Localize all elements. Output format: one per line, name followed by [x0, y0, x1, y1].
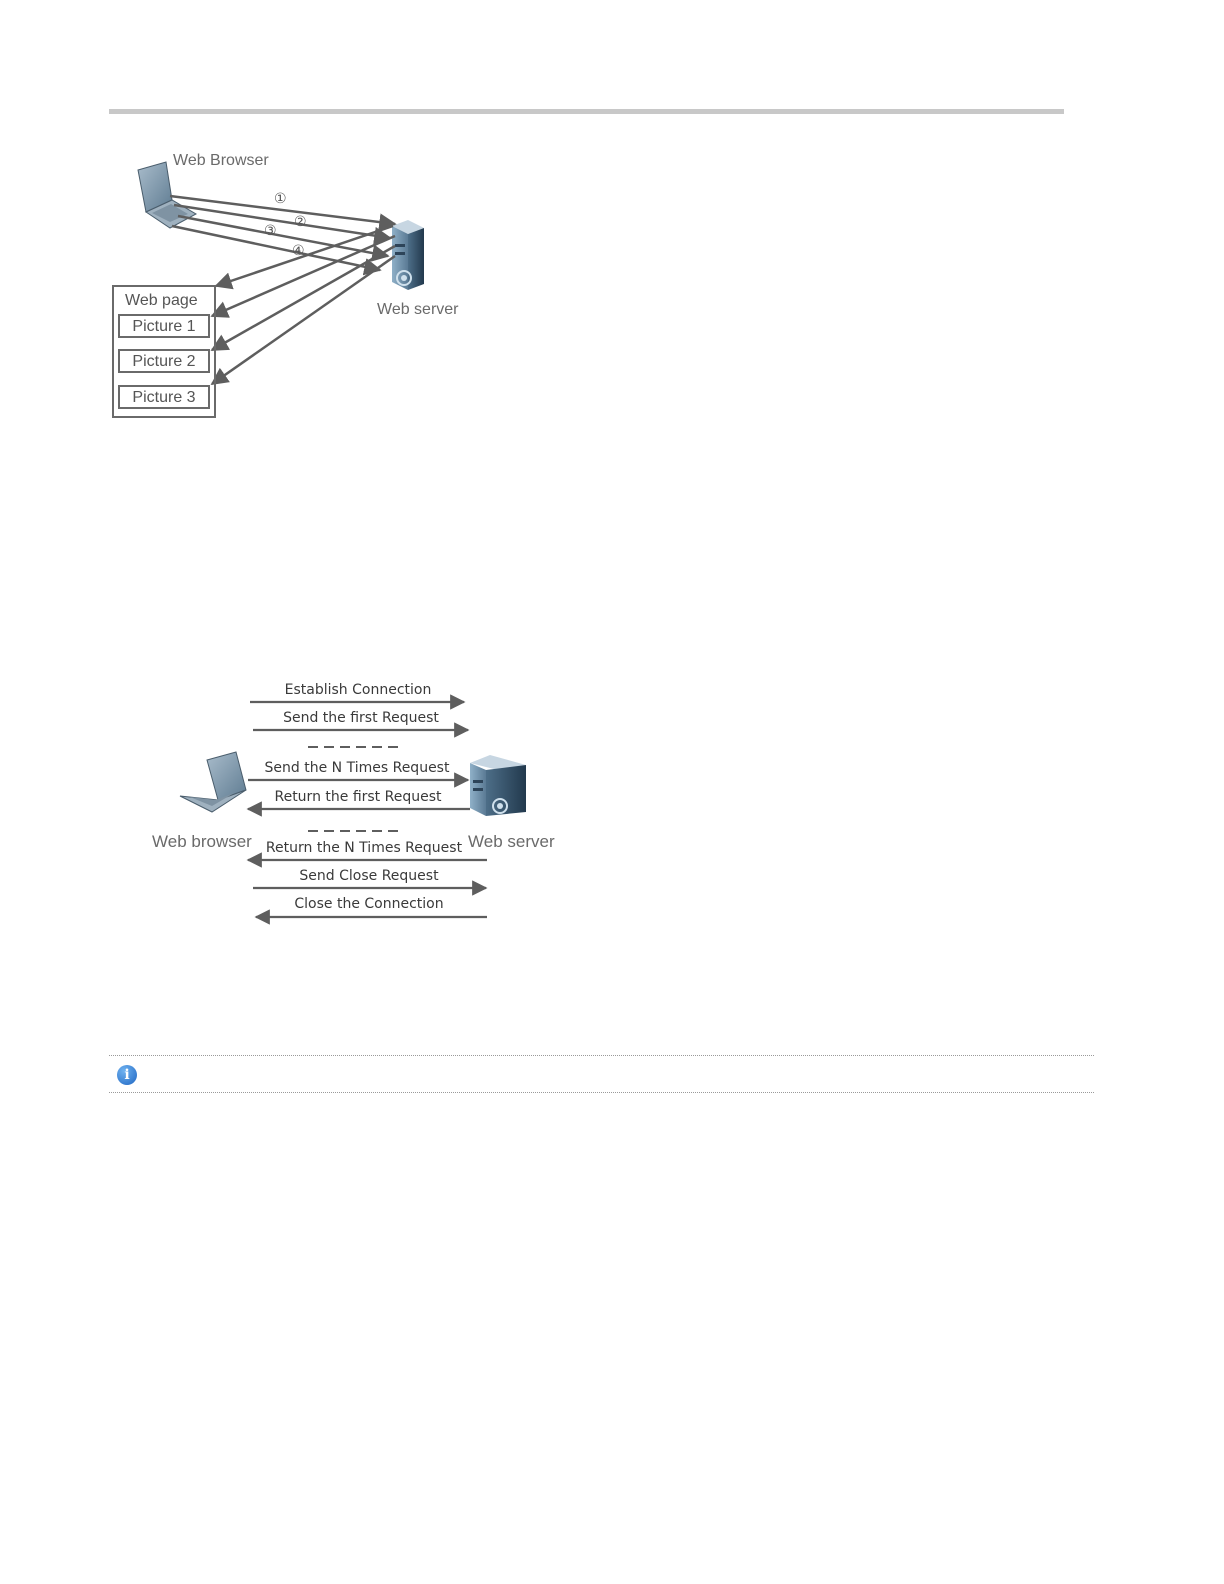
web-server-label: Web server	[377, 301, 459, 318]
message-label-5: Return the N Times Request	[266, 840, 463, 856]
step-number-1: ①	[274, 191, 287, 207]
message-label-1: Establish Connection	[285, 682, 432, 698]
web-server-icon	[470, 755, 526, 816]
picture-2-label: Picture 2	[132, 353, 195, 370]
web-browser-label: Web Browser	[173, 152, 269, 169]
message-label-2: Send the first Request	[283, 710, 439, 726]
step-number-2: ②	[294, 214, 307, 230]
web-page-label: Web page	[125, 292, 198, 309]
info-icon: i	[117, 1065, 137, 1085]
message-label-6: Send Close Request	[299, 868, 439, 884]
web-server-icon	[392, 220, 424, 290]
message-label-7: Close the Connection	[294, 896, 443, 912]
web-browser-label: Web browser	[152, 832, 252, 851]
response-arrow-picture-2	[212, 246, 395, 350]
picture-1-label: Picture 1	[132, 318, 195, 335]
diagram-persistent-connection: Establish Connection Send the first Requ…	[152, 682, 555, 917]
picture-3-label: Picture 3	[132, 389, 195, 406]
message-label-3: Send the N Times Request	[265, 760, 450, 776]
laptop-icon	[180, 752, 246, 812]
note-bar: i	[109, 1055, 1094, 1093]
web-server-label: Web server	[468, 832, 555, 851]
message-label-4: Return the first Request	[274, 789, 442, 805]
step-number-3: ③	[264, 223, 277, 239]
diagram-parallel-requests: Web Browser Web server ① ② ③ ④	[113, 152, 459, 417]
